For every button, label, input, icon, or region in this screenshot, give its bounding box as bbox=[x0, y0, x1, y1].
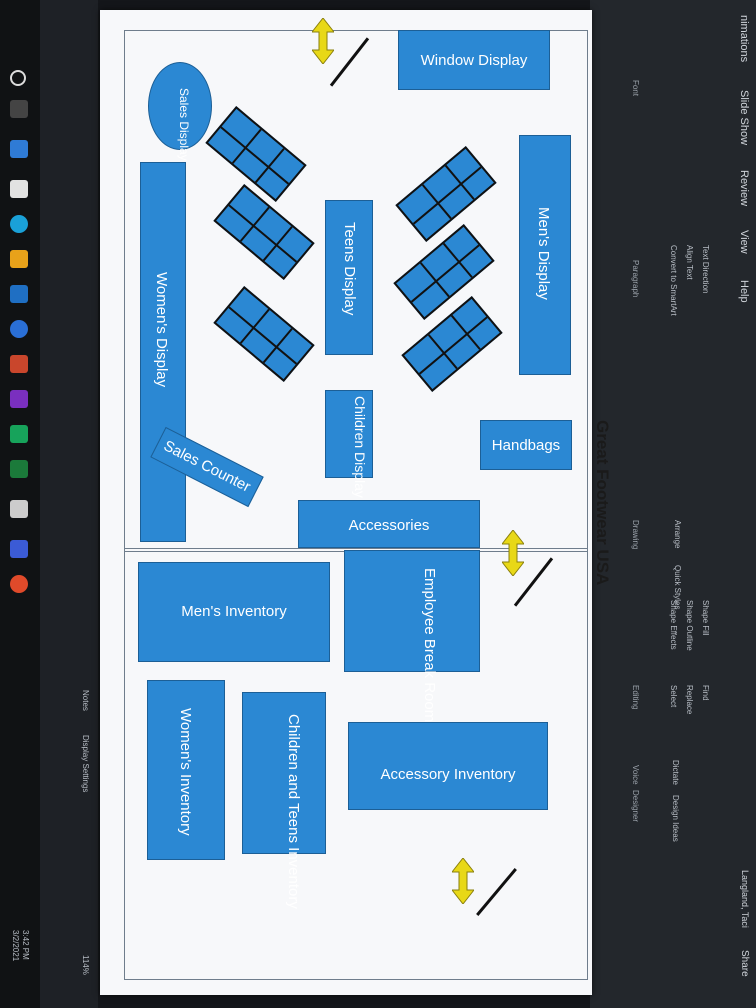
share-button[interactable]: Share bbox=[739, 950, 750, 977]
accessories-box bbox=[298, 500, 480, 548]
window-display-box bbox=[398, 30, 550, 90]
mens-display-label: Men's Display bbox=[535, 207, 552, 300]
ribbon: nimations Slide Show Review View Help Fo… bbox=[590, 0, 756, 1008]
onenote-purple-icon[interactable] bbox=[10, 390, 28, 408]
children-teens-inventory-box bbox=[242, 692, 326, 854]
tab-help[interactable]: Help bbox=[738, 280, 750, 303]
clock-date: 3/2/2021 bbox=[11, 930, 20, 962]
group-editing: Editing bbox=[631, 685, 640, 710]
womens-display-box bbox=[140, 162, 186, 542]
display-settings-button[interactable]: Display Settings bbox=[81, 735, 90, 793]
find-button[interactable]: Find bbox=[701, 685, 710, 701]
children-display-label: Children Display bbox=[352, 396, 368, 498]
handbags-label: Handbags bbox=[491, 437, 561, 454]
ie-icon[interactable] bbox=[10, 320, 28, 338]
dictate-button[interactable]: Dictate bbox=[671, 760, 680, 785]
tab-slide-show[interactable]: Slide Show bbox=[738, 90, 750, 146]
zoom-level[interactable]: 114% bbox=[81, 955, 90, 975]
mail-icon[interactable] bbox=[10, 285, 28, 303]
teams-icon[interactable] bbox=[10, 540, 28, 558]
accessory-inventory-label: Accessory Inventory bbox=[380, 766, 516, 783]
group-drawing: Drawing bbox=[631, 520, 640, 550]
teens-display-box bbox=[325, 200, 373, 355]
arrange-button[interactable]: Arrange bbox=[673, 520, 682, 549]
file-explorer-icon[interactable] bbox=[10, 140, 28, 158]
womens-inventory-box bbox=[147, 680, 225, 860]
stock-room bbox=[124, 548, 588, 980]
design-ideas-button[interactable]: Design Ideas bbox=[671, 795, 680, 842]
edge-icon[interactable] bbox=[10, 215, 28, 233]
sales-display-label: Sales Display bbox=[177, 88, 191, 161]
task-view-icon[interactable] bbox=[10, 100, 28, 118]
tab-view[interactable]: View bbox=[738, 230, 750, 254]
clock-time: 3:42 PM bbox=[21, 930, 30, 960]
select-button[interactable]: Select bbox=[669, 685, 678, 708]
door-arrow-icon bbox=[312, 18, 334, 64]
windows-taskbar: 3:42 PM 3/2/2021 bbox=[0, 0, 40, 1008]
group-designer: Designer bbox=[631, 790, 640, 823]
door-arrow-icon bbox=[502, 530, 524, 576]
page-title: Great Footwear USA bbox=[593, 420, 612, 586]
shape-fill-button[interactable]: Shape Fill bbox=[701, 600, 710, 636]
sales-display-ellipse bbox=[148, 62, 212, 150]
excel-icon[interactable] bbox=[10, 425, 28, 443]
chrome-icon[interactable] bbox=[10, 575, 28, 593]
replace-button[interactable]: Replace bbox=[685, 685, 694, 715]
shape-effects-button[interactable]: Shape Effects bbox=[669, 600, 678, 650]
accessory-inventory-box bbox=[348, 722, 548, 810]
user-name[interactable]: Langland, Taci bbox=[740, 870, 750, 928]
convert-smartart-button[interactable]: Convert to SmartArt bbox=[669, 245, 678, 316]
children-display-box bbox=[325, 390, 373, 478]
search-icon[interactable] bbox=[10, 70, 26, 86]
group-font: Font bbox=[631, 80, 640, 97]
tab-animations[interactable]: nimations bbox=[738, 15, 750, 63]
text-direction-button[interactable]: Text Direction bbox=[701, 245, 710, 294]
excel-green-icon[interactable] bbox=[10, 460, 28, 478]
children-teens-inventory-label: Children and Teens Inventory bbox=[285, 714, 302, 909]
teens-display-label: Teens Display bbox=[341, 222, 358, 316]
align-text-button[interactable]: Align Text bbox=[685, 245, 694, 280]
womens-display-label: Women's Display bbox=[153, 272, 170, 388]
store-icon[interactable] bbox=[10, 180, 28, 198]
onenote-icon[interactable] bbox=[10, 355, 28, 373]
group-paragraph: Paragraph bbox=[631, 260, 640, 298]
accessories-label: Accessories bbox=[348, 517, 430, 534]
mens-inventory-box bbox=[138, 562, 330, 662]
notes-button[interactable]: Notes bbox=[81, 690, 90, 711]
door-arrow-icon bbox=[452, 858, 474, 904]
group-voice: Voice bbox=[631, 765, 640, 785]
folder-icon[interactable] bbox=[10, 250, 28, 268]
window-display-label: Window Display bbox=[420, 52, 528, 69]
status-bar: Notes Display Settings 114% bbox=[40, 0, 98, 1008]
mens-display-box bbox=[519, 135, 571, 375]
tab-review[interactable]: Review bbox=[738, 170, 750, 207]
handbags-box bbox=[480, 420, 572, 470]
shape-outline-button[interactable]: Shape Outline bbox=[685, 600, 694, 651]
app-icon[interactable] bbox=[10, 500, 28, 518]
employee-break-room-box bbox=[344, 550, 480, 672]
mens-inventory-label: Men's Inventory bbox=[181, 603, 287, 620]
employee-break-room-label: Employee Break Room bbox=[421, 568, 438, 723]
womens-inventory-label: Women's Inventory bbox=[177, 708, 194, 836]
